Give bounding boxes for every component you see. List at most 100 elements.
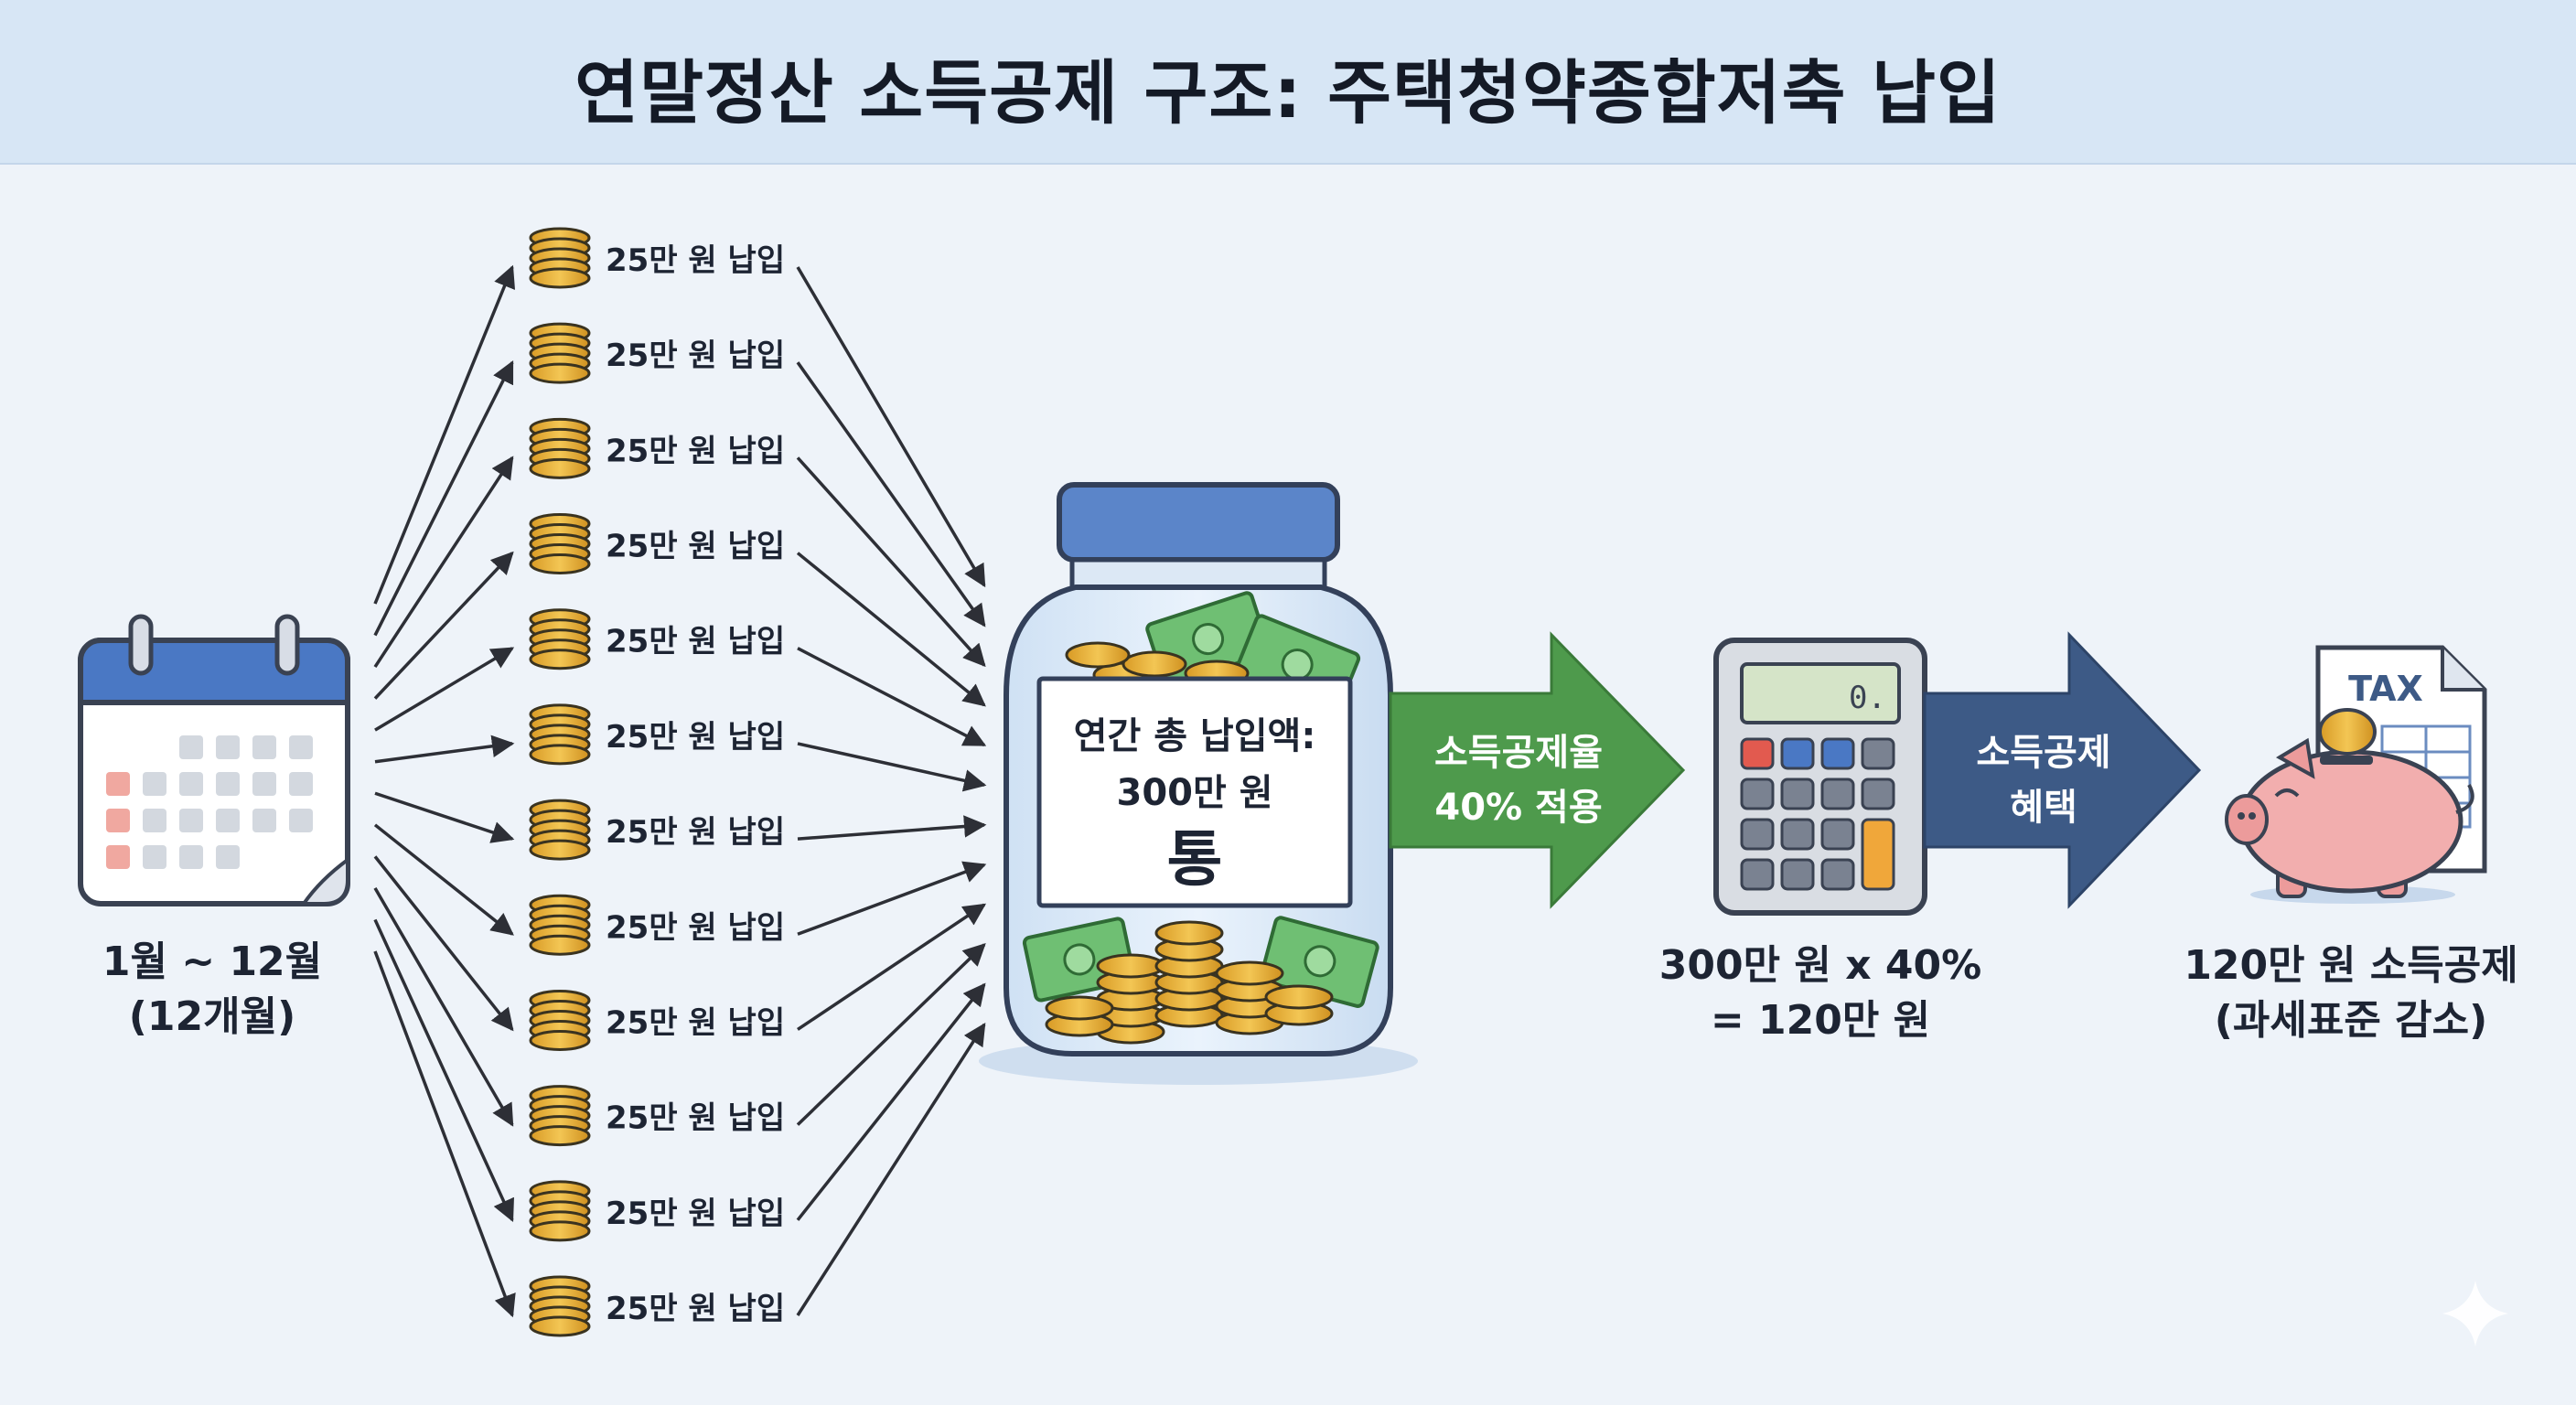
- savings-jar-icon: 연간 총 납입액: 300만 원 통: [979, 482, 1418, 1085]
- payment-label: 25만 원 납입: [606, 624, 785, 660]
- calculator-key: [1740, 818, 1775, 851]
- calculator-display: 0.: [1849, 680, 1886, 716]
- payment-arrow-in: [373, 918, 514, 1223]
- calculator-equals-key: [1861, 818, 1895, 891]
- payment-arrow-out: [796, 982, 986, 1221]
- payment-arrow-out: [796, 1022, 986, 1316]
- calculator-icon: 0.: [1713, 638, 1927, 916]
- payment-row: 25만 원 납입: [529, 703, 785, 766]
- jar-coin: [1215, 960, 1284, 986]
- benefit-label-line1: 소득공제: [1976, 732, 2110, 774]
- coin-stack-icon: [529, 417, 591, 479]
- piggy-bank-icon: [2225, 708, 2474, 904]
- payment-arrow-in: [374, 791, 515, 843]
- calculator-key: [1820, 818, 1855, 851]
- coin-stack-icon: [529, 322, 591, 384]
- deduction-rate-arrow: 소득공제율 40% 적용: [1389, 631, 1686, 909]
- calculator-key: [1740, 778, 1775, 810]
- payment-arrow-out: [796, 943, 986, 1126]
- jar-coin: [1154, 920, 1224, 946]
- payment-arrow-out: [797, 903, 987, 1031]
- calendar-icon: [78, 614, 350, 906]
- calculator-key: [1780, 818, 1815, 851]
- calculation-formula: 300만 원 x 40%: [1659, 942, 1981, 989]
- sparkle-icon: [2442, 1281, 2508, 1346]
- payment-label: 25만 원 납입: [606, 1291, 785, 1327]
- coin-stack-icon: [529, 703, 591, 766]
- payment-label: 25만 원 납입: [606, 338, 785, 374]
- coin-stack-icon: [529, 1275, 591, 1337]
- payment-arrow-out: [796, 552, 986, 707]
- payment-arrow-in: [373, 950, 516, 1318]
- payment-label: 25만 원 납입: [606, 1100, 785, 1137]
- payment-arrow-in: [373, 264, 516, 605]
- benefit-label-line2: 혜택: [2010, 787, 2077, 829]
- payment-label: 25만 원 납입: [606, 909, 785, 946]
- payment-row: 25만 원 납입: [529, 1275, 785, 1337]
- calculator-key: [1820, 737, 1855, 770]
- payment-row: 25만 원 납입: [529, 322, 785, 384]
- payment-row: 25만 원 납입: [529, 608, 785, 670]
- tax-document-label: TAX: [2348, 669, 2423, 709]
- coin-stack-icon: [529, 513, 591, 575]
- jar-coin: [1045, 995, 1114, 1021]
- payment-arrow-out: [797, 742, 987, 792]
- payment-arrow-in: [373, 823, 514, 936]
- payment-arrow-in: [373, 855, 514, 1032]
- payment-row: 25만 원 납입: [529, 894, 785, 956]
- calculator-key: [1861, 778, 1895, 810]
- payment-row: 25만 원 납입: [529, 989, 785, 1051]
- coin-stack-icon: [529, 1085, 591, 1147]
- calculator-key: [1861, 737, 1895, 770]
- payment-label: 25만 원 납입: [606, 814, 785, 851]
- deduction-rate-value: 40% 적용: [1434, 787, 1602, 829]
- payment-label: 25만 원 납입: [606, 1004, 785, 1041]
- payment-label: 25만 원 납입: [606, 719, 785, 756]
- coin-stack-icon: [529, 989, 591, 1051]
- payment-arrow-out: [796, 266, 986, 588]
- payment-arrow-in: [373, 359, 514, 637]
- calendar-to-payment-arrows: [373, 264, 516, 1318]
- deduction-rate-label: 소득공제율: [1434, 732, 1603, 774]
- payment-row: 25만 원 납입: [529, 417, 785, 479]
- payment-arrow-in: [374, 735, 515, 764]
- coin-stack-icon: [529, 227, 591, 289]
- jar-coin: [1096, 953, 1165, 979]
- payment-arrow-out: [797, 861, 987, 936]
- payment-label: 25만 원 납입: [606, 242, 785, 279]
- result-caption-note: (과세표준 감소): [2215, 997, 2487, 1044]
- payment-label: 25만 원 납입: [606, 529, 785, 565]
- calculation-result: = 120만 원: [1711, 997, 1930, 1044]
- payment-arrow-out: [796, 361, 986, 627]
- payment-row: 25만 원 납입: [529, 1085, 785, 1147]
- jar-coin: [1264, 984, 1334, 1010]
- payment-arrow-out: [797, 815, 987, 841]
- payment-label: 25만 원 납입: [606, 433, 785, 469]
- header-bar: 연말정산 소득공제 구조: 주택청약종합저축 납입: [0, 0, 2576, 165]
- payment-row: 25만 원 납입: [529, 799, 785, 861]
- deduction-benefit-arrow: 소득공제 혜택: [1923, 631, 2202, 909]
- payment-row: 25만 원 납입: [529, 1180, 785, 1242]
- payment-arrow-in: [373, 551, 514, 700]
- coin-stack-icon: [529, 1180, 591, 1242]
- calculator-key: [1740, 737, 1775, 770]
- payment-label: 25만 원 납입: [606, 1196, 785, 1232]
- coin-stack-icon: [529, 608, 591, 670]
- payment-arrow-in: [373, 887, 514, 1127]
- jar-label-title: 연간 총 납입액:: [1074, 715, 1316, 757]
- calendar-caption-months: 1월 ~ 12월: [102, 938, 322, 985]
- coin-stack-icon: [529, 799, 591, 861]
- jar-coin: [1065, 641, 1131, 669]
- page-title: 연말정산 소득공제 구조: 주택청약종합저축 납입: [574, 52, 2002, 134]
- payment-row: 25만 원 납입: [529, 513, 785, 575]
- calculator-key: [1780, 737, 1815, 770]
- jar-coin: [1122, 650, 1187, 678]
- payment-arrow-out: [797, 647, 987, 747]
- jar-label-amount: 300만 원: [1116, 772, 1272, 814]
- calendar-caption-duration: (12개월): [129, 993, 295, 1040]
- payment-arrow-in: [374, 647, 515, 732]
- calculator-key: [1780, 778, 1815, 810]
- result-caption-amount: 120만 원 소득공제: [2184, 942, 2517, 989]
